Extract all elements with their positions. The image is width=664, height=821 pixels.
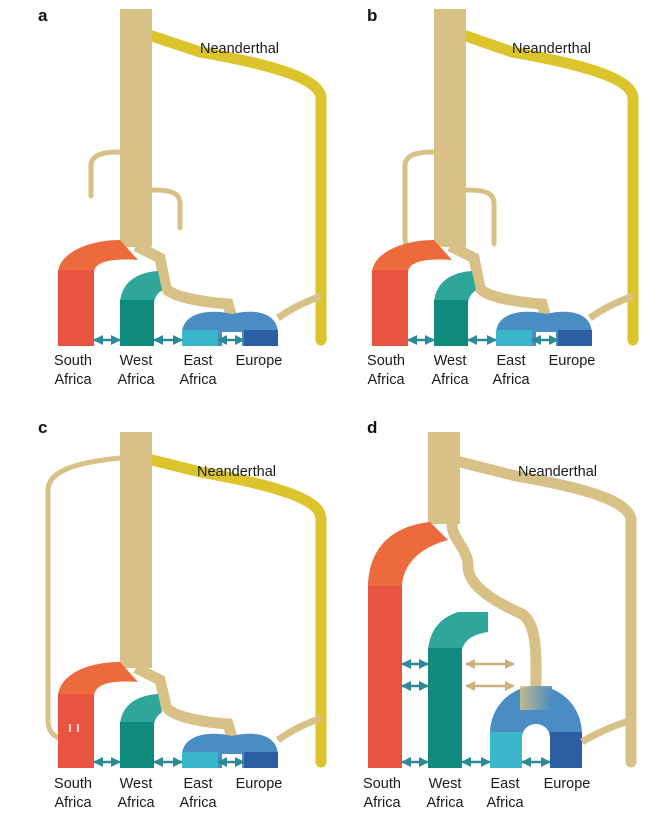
panel-d: d Neanderthal South Africa West Africa E… [363,418,637,811]
neanderthal-branch [460,30,639,346]
europe-column [550,732,582,768]
population-label: Africa [54,795,92,811]
neanderthal-label: Neanderthal [518,464,597,480]
east-africa-column [182,330,218,346]
population-label: Africa [486,795,524,811]
south-africa-column [368,586,402,768]
population-label: West [120,353,153,369]
europe-column [244,752,278,768]
south-africa-split [368,522,448,588]
population-label: Europe [549,353,596,369]
population-label: Africa [179,795,217,811]
panel-c: c Neanderthal South Africa West Africa E… [38,418,327,811]
population-label: Africa [492,372,530,388]
neanderthal-label: Neanderthal [197,464,276,480]
south-africa-column [372,270,408,346]
archaic-ghost-left [88,149,123,199]
population-label: Africa [117,795,155,811]
ancestral-trunk [120,432,152,668]
west-africa-split [120,271,162,302]
south-africa-split [372,240,452,272]
population-label: Africa [431,372,469,388]
neanderthal-label: Neanderthal [200,41,279,57]
population-label: East [183,776,212,792]
population-label: West [120,776,153,792]
west-africa-column [120,300,154,346]
west-africa-column [120,722,154,768]
ancestral-to-eurasia [133,663,238,740]
east-africa-column [182,752,218,768]
population-label: East [490,776,519,792]
population-label: East [496,353,525,369]
west-africa-split [120,694,162,724]
panel-a: a Neanderthal South Africa West Africa [38,6,327,388]
population-label: Europe [236,776,283,792]
europe-column [244,330,278,346]
panel-letter: d [367,418,377,437]
population-label: South [54,353,92,369]
panel-letter: b [367,6,377,25]
ancestral-to-eurasia [446,523,542,690]
south-africa-split [58,240,138,272]
population-label: South [54,776,92,792]
south-africa-column [58,270,94,346]
neanderthal-introgression [275,292,323,321]
ancestral-trunk [428,432,460,524]
population-label: Europe [236,353,283,369]
neanderthal-introgression [580,716,633,745]
population-label: West [429,776,462,792]
south-africa-column [58,694,94,768]
panel-letter: c [38,418,47,437]
population-label: Africa [367,372,405,388]
ancestral-trunk [120,9,152,247]
population-label: Africa [179,372,217,388]
neanderthal-branch [146,30,327,346]
archaic-ghost-right [149,187,183,231]
population-label: South [363,776,401,792]
admixture-blend [520,686,552,710]
population-label: Africa [117,372,155,388]
europe-column [558,330,592,346]
west-africa-split [428,612,488,650]
population-label: Europe [544,776,591,792]
neanderthal-introgression [275,714,323,743]
population-label: South [367,353,405,369]
west-africa-column [434,300,468,346]
west-africa-column [428,648,462,768]
west-africa-split [434,271,476,302]
archaic-ghost-left [402,149,437,250]
ancestral-to-eurasia [133,241,238,320]
east-africa-column [496,330,532,346]
neanderthal-label: Neanderthal [512,41,591,57]
east-africa-column [490,732,522,768]
neanderthal-introgression [587,292,635,321]
population-label: Africa [426,795,464,811]
population-label: East [183,353,212,369]
ancestral-trunk [434,9,466,247]
population-label: Africa [363,795,401,811]
ancestral-to-eurasia [447,241,552,320]
neanderthal-branch [146,454,327,768]
population-label: Africa [54,372,92,388]
panel-letter: a [38,6,48,25]
population-label: West [434,353,467,369]
south-africa-split [58,662,138,696]
archaic-ghost-right [463,187,497,247]
panel-b: b Neanderthal South Africa West Africa E… [367,6,639,388]
neanderthal-branch [454,456,637,768]
